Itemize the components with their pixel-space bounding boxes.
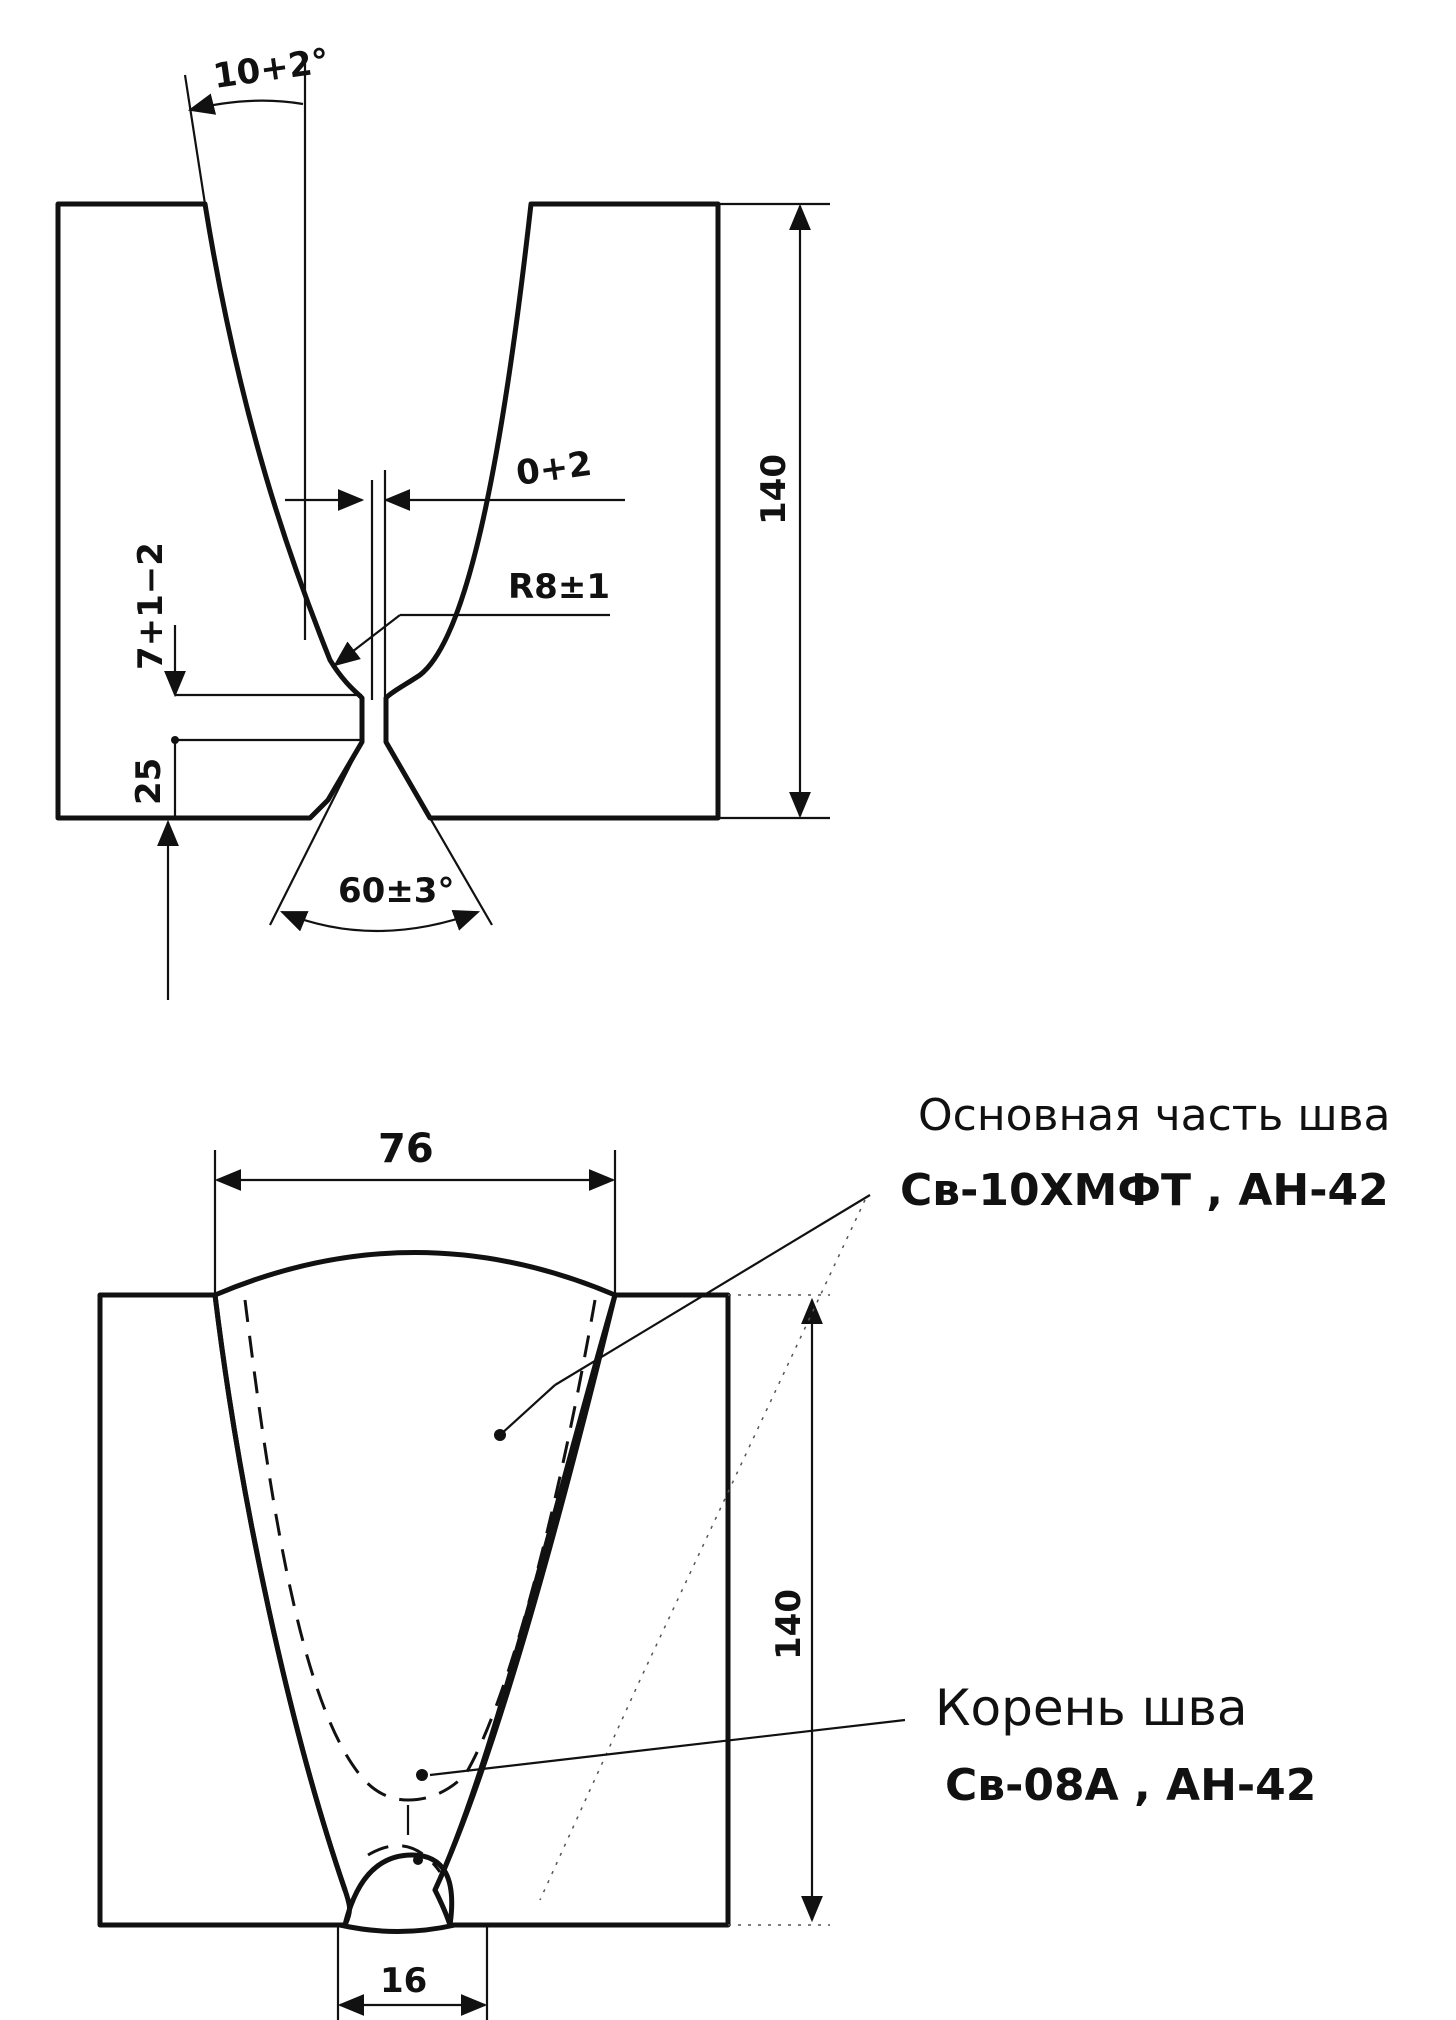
bevel-angle-label: 10+2° xyxy=(211,41,332,97)
bottom-right-plate xyxy=(432,1292,731,1928)
top-left-plate xyxy=(55,201,365,821)
top-thickness-label: 140 xyxy=(754,454,794,525)
left-fusion-line xyxy=(243,1299,409,1802)
bottom-angle-arc xyxy=(279,909,481,933)
root-weld-line1: Корень шва xyxy=(935,1679,1248,1737)
bottom-thickness-label: 140 xyxy=(769,1589,809,1660)
root-bead xyxy=(342,1852,455,1928)
weld-cap xyxy=(212,1250,618,1298)
root-weld-line2: Св-08А , АН-42 xyxy=(945,1760,1316,1811)
top-view: 10+2° 0+2 R8±1 7+1−2 25 140 60±3° xyxy=(55,41,830,1000)
bottom-angle-label: 60±3° xyxy=(338,871,454,911)
root-face-label: 25 xyxy=(129,758,169,805)
bottom-left-plate xyxy=(97,1292,352,1928)
top-width-label: 76 xyxy=(378,1126,434,1172)
gap-label: 0+2 xyxy=(514,444,595,494)
top-bevel-extension xyxy=(183,74,207,205)
radius-label: R8±1 xyxy=(508,567,610,607)
shoulder-height-label: 7+1−2 xyxy=(131,542,171,670)
top-right-plate xyxy=(383,201,721,821)
bevel-angle-arc xyxy=(187,93,304,115)
main-weld-line1: Основная часть шва xyxy=(918,1090,1390,1141)
bottom-view: 76 140 16 xyxy=(97,1126,906,2020)
main-weld-line2: Св-10ХМФТ , АН-42 xyxy=(900,1165,1389,1216)
root-width-label: 16 xyxy=(380,1961,427,2001)
right-fusion-line xyxy=(407,1299,597,1802)
weld-notes: Основная часть шва Св-10ХМФТ , АН-42 Кор… xyxy=(900,1090,1390,1811)
